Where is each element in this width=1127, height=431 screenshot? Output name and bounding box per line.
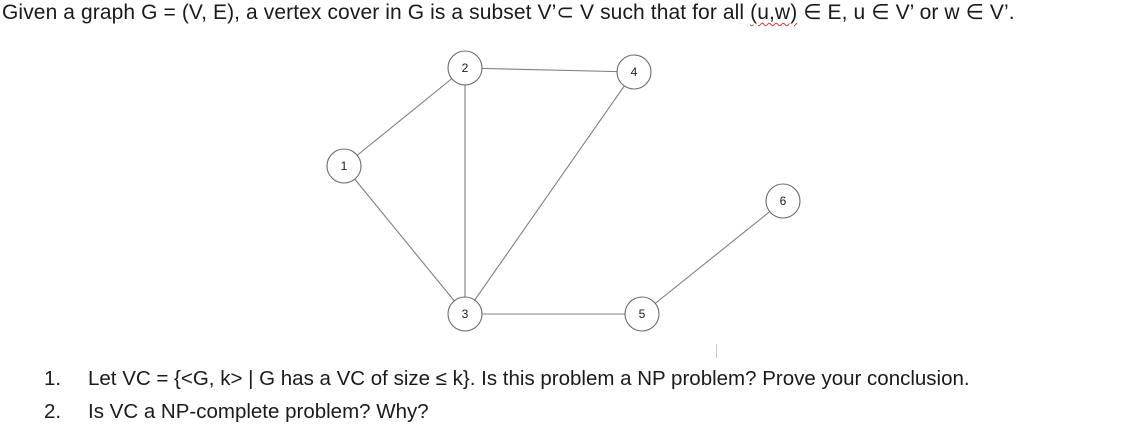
vertex-6: 6 — [765, 183, 801, 219]
vertex-label: 5 — [639, 307, 646, 321]
edge-1-3 — [343, 165, 466, 315]
vertex-circle — [447, 296, 483, 332]
vertex-circle — [616, 54, 652, 90]
vertex-label: 6 — [780, 194, 787, 208]
vertex-circle — [765, 183, 801, 219]
edge-2-4 — [464, 67, 635, 73]
spellcheck-underlined-pair: (u,w) — [750, 1, 798, 24]
vertex-label: 3 — [462, 307, 469, 321]
text-cursor-marker — [716, 344, 717, 358]
question-list: 1. Let VC = {<G, k> | G has a VC of size… — [44, 365, 970, 431]
vertex-circle — [326, 148, 362, 184]
vertex-circle — [447, 50, 483, 86]
statement-text-part1: Given a graph G = (V, E), a vertex cover… — [2, 1, 557, 24]
edge-3-4 — [464, 71, 635, 315]
vertex-1: 1 — [326, 148, 362, 184]
question-number: 1. — [44, 367, 62, 390]
edge-5-6 — [641, 200, 784, 315]
statement-text-part2: V such that for all — [574, 1, 751, 24]
vertex-label: 2 — [462, 61, 469, 75]
vertex-2: 2 — [447, 50, 483, 86]
question-text: Is VC a NP-complete problem? Why? — [88, 400, 429, 423]
vertex-label: 4 — [631, 65, 638, 79]
edge-1-2 — [343, 67, 466, 167]
subset-symbol: ⊂ — [556, 1, 575, 24]
vertex-4: 4 — [616, 54, 652, 90]
problem-statement: Given a graph G = (V, E), a vertex cover… — [2, 0, 1015, 26]
question-number: 2. — [44, 400, 62, 423]
vertex-5: 5 — [624, 296, 660, 332]
question-item-2: 2. Is VC a NP-complete problem? Why? — [44, 398, 970, 431]
graph-vertices: 1 2 3 4 5 6 — [326, 50, 801, 332]
graph-edges — [343, 67, 784, 315]
vertex-circle — [624, 296, 660, 332]
question-item-1: 1. Let VC = {<G, k> | G has a VC of size… — [44, 365, 970, 398]
vertex-label: 1 — [341, 159, 348, 173]
statement-text-part3: ∈ E, u ∈ V’ or w ∈ V’. — [797, 1, 1015, 24]
question-text: Let VC = {<G, k> | G has a VC of size ≤ … — [88, 367, 970, 390]
vertex-3: 3 — [447, 296, 483, 332]
